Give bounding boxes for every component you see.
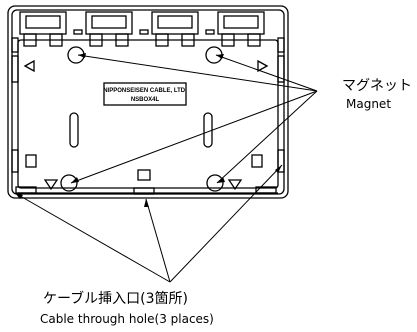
leader-magnet-bottom-right: [216, 90, 318, 184]
top-slot: [139, 29, 149, 35]
arrowhead: [15, 193, 23, 199]
leader-magnet-top-left: [77, 54, 318, 92]
leader-magnet-top-right: [215, 54, 318, 92]
side-tab-left: [11, 37, 19, 53]
cable-hole-label-jp: ケーブル挿入口(3箇所): [43, 290, 188, 307]
leader-cable-hole-center: [145, 198, 171, 283]
side-tab-right: [277, 37, 285, 53]
side-tab-left: [11, 55, 19, 83]
arrowhead: [144, 199, 149, 207]
plate-line-1: NIPPONSEISEN CABLE, LTD.: [103, 88, 187, 94]
port-module-2: [85, 11, 133, 47]
cable-hole-label-en: Cable through hole(3 places): [40, 312, 214, 326]
window-left: [25, 154, 37, 168]
arrowhead: [216, 54, 224, 59]
arrowhead: [78, 53, 86, 58]
name-plate: [103, 82, 187, 106]
magnet-bottom-left: [60, 174, 78, 192]
cable-hole-left: [15, 186, 37, 194]
magnet-bottom-right: [206, 174, 224, 192]
port-module-3: [151, 11, 199, 47]
side-tab-right-lower: [277, 149, 285, 173]
port-module-1: [19, 11, 67, 47]
port-module-4: [217, 11, 265, 47]
triangle-marker-right: [257, 59, 269, 73]
triangle-marker-bottom-left: [43, 179, 59, 191]
top-slot: [73, 29, 83, 35]
cable-hole-right: [255, 186, 277, 194]
triangle-marker-bottom-right: [227, 179, 243, 191]
arrowhead: [217, 177, 225, 183]
triangle-marker-left: [23, 59, 35, 73]
magnet-label-jp: マグネット: [342, 78, 412, 94]
arrowhead: [71, 177, 79, 183]
mount-slot-left: [69, 112, 79, 148]
window-center: [137, 169, 151, 181]
mount-slot-right: [203, 112, 213, 148]
top-slot: [205, 29, 215, 35]
arrowhead: [275, 165, 282, 173]
leader-cable-hole-left: [14, 192, 171, 283]
cable-hole-center: [133, 187, 155, 195]
leader-magnet-bottom-left: [70, 90, 318, 184]
plate-line-2: NSBOX4L: [131, 97, 160, 103]
side-tab-right: [277, 55, 285, 83]
window-right: [251, 154, 263, 168]
magnet-label-en: Magnet: [346, 97, 391, 111]
side-tab-left-lower: [11, 149, 19, 173]
leader-cable-hole-right: [169, 164, 283, 283]
